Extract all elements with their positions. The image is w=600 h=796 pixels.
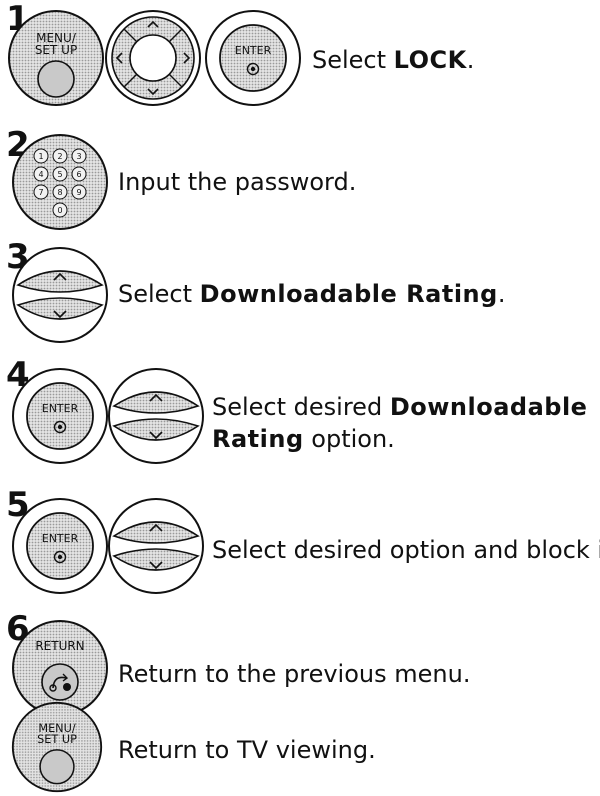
step-5-instruction: Select desired option and block it. xyxy=(212,536,600,564)
keypad-icon: 1 2 3 4 5 6 7 8 9 0 xyxy=(12,134,108,230)
up-down-buttons[interactable] xyxy=(10,245,110,345)
step-6-instruction: Return to the previous menu. xyxy=(118,660,471,688)
up-down-buttons[interactable] xyxy=(106,496,206,596)
up-down-buttons[interactable] xyxy=(106,366,206,466)
step-4-instruction-line-1: Select desired Downloadable xyxy=(212,393,588,421)
svg-text:ENTER: ENTER xyxy=(42,532,79,545)
enter-button[interactable]: ENTER xyxy=(10,496,110,596)
keypad-key-label: 7 xyxy=(38,188,43,197)
menu-setup-button[interactable]: MENU/ SET UP xyxy=(6,8,106,108)
step-3-instruction: Select Downloadable Rating. xyxy=(118,280,506,308)
keypad-key-label: 6 xyxy=(76,170,81,179)
up-down-icon xyxy=(108,368,204,464)
step-1-instruction: Select LOCK. xyxy=(312,46,475,74)
menu-setup-button[interactable]: MENU/ SET UP xyxy=(10,700,104,794)
keypad-key-label: 0 xyxy=(57,206,62,215)
navigation-dpad[interactable] xyxy=(103,8,203,108)
return-button[interactable]: RETURN xyxy=(10,618,110,718)
enter-button[interactable]: ENTER xyxy=(10,366,110,466)
keypad-key-label: 3 xyxy=(76,152,81,161)
keypad-key-label: 9 xyxy=(76,188,81,197)
keypad-key-label: 2 xyxy=(57,152,62,161)
keypad-key[interactable] xyxy=(71,148,87,164)
step-4-instruction-line-2: Rating option. xyxy=(212,425,395,453)
keypad-key[interactable] xyxy=(71,184,87,200)
svg-text:SET UP: SET UP xyxy=(37,733,77,746)
step-2-instruction: Input the password. xyxy=(118,168,357,196)
enter-button[interactable]: ENTER xyxy=(203,8,303,108)
number-keypad-button[interactable]: 1 2 3 4 5 6 7 8 9 0 xyxy=(10,132,110,232)
keypad-key[interactable] xyxy=(52,184,68,200)
svg-text:RETURN: RETURN xyxy=(35,639,84,653)
keypad-key-label: 1 xyxy=(38,152,43,161)
svg-text:SET UP: SET UP xyxy=(35,43,77,57)
keypad-key-label: 8 xyxy=(57,188,62,197)
keypad-key[interactable] xyxy=(52,166,68,182)
keypad-key[interactable] xyxy=(33,166,49,182)
keypad-key-label: 4 xyxy=(38,170,43,179)
keypad-key[interactable] xyxy=(71,166,87,182)
keypad-key-label: 5 xyxy=(57,170,62,179)
svg-text:ENTER: ENTER xyxy=(235,44,272,57)
keypad-key[interactable] xyxy=(33,184,49,200)
keypad-key[interactable] xyxy=(52,202,68,218)
svg-text:MENU/: MENU/ xyxy=(36,31,77,45)
step-5-number: 5 xyxy=(6,485,30,525)
svg-text:MENU/: MENU/ xyxy=(38,722,76,735)
keypad-key[interactable] xyxy=(52,148,68,164)
dpad-icon xyxy=(105,10,201,106)
step-4-number: 4 xyxy=(6,355,30,395)
return-arrow-icon xyxy=(49,673,71,692)
keypad-key[interactable] xyxy=(33,148,49,164)
up-down-icon xyxy=(12,247,108,343)
up-down-icon xyxy=(108,498,204,594)
final-instruction: Return to TV viewing. xyxy=(118,736,376,764)
svg-text:ENTER: ENTER xyxy=(42,402,79,415)
